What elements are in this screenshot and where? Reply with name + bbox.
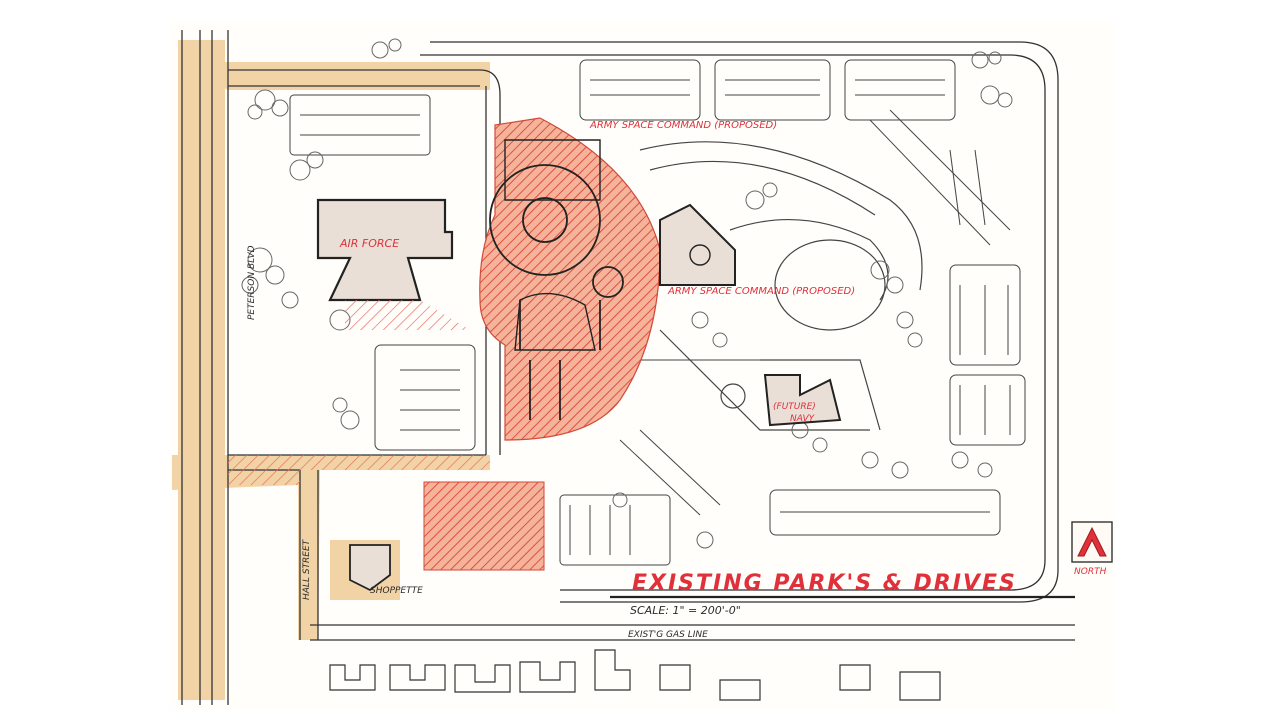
peterson-blvd-label: PETERSON BLVD — [247, 245, 257, 320]
paper-sheet — [170, 22, 1115, 710]
gas-line-label: EXIST'G GAS LINE — [628, 630, 708, 640]
hall-street-label: HALL STREET — [302, 538, 312, 600]
air-force-building — [316, 198, 454, 302]
plan-title: EXISTING PARK'S & DRIVES — [632, 571, 1017, 596]
perimeter-drive — [310, 41, 1075, 641]
army-space-command-top-label: ARMY SPACE COMMAND (PROPOSED) — [589, 120, 777, 131]
future-navy-building — [763, 374, 842, 427]
plaza-structures — [489, 139, 624, 420]
housing-blocks — [329, 649, 941, 701]
navy-label: NAVY — [790, 414, 816, 424]
army-space-command-building — [659, 203, 736, 286]
army-space-command-label: ARMY SPACE COMMAND (PROPOSED) — [667, 286, 855, 297]
internal-drives — [639, 141, 923, 431]
north-arrow-icon — [1071, 521, 1113, 563]
future-navy-label: (FUTURE) — [773, 402, 816, 412]
tree-clusters — [241, 38, 1013, 549]
air-force-label: AIR FORCE — [339, 237, 399, 250]
scale-label: SCALE: 1" = 200'-0" — [630, 604, 741, 617]
north-label: NORTH — [1074, 567, 1107, 577]
shoppette-label: SHOPPETTE — [370, 586, 423, 596]
parking-lots — [289, 59, 1026, 566]
shoppette-building — [349, 544, 391, 592]
road-network — [172, 40, 490, 700]
central-park-hatch — [228, 117, 661, 571]
